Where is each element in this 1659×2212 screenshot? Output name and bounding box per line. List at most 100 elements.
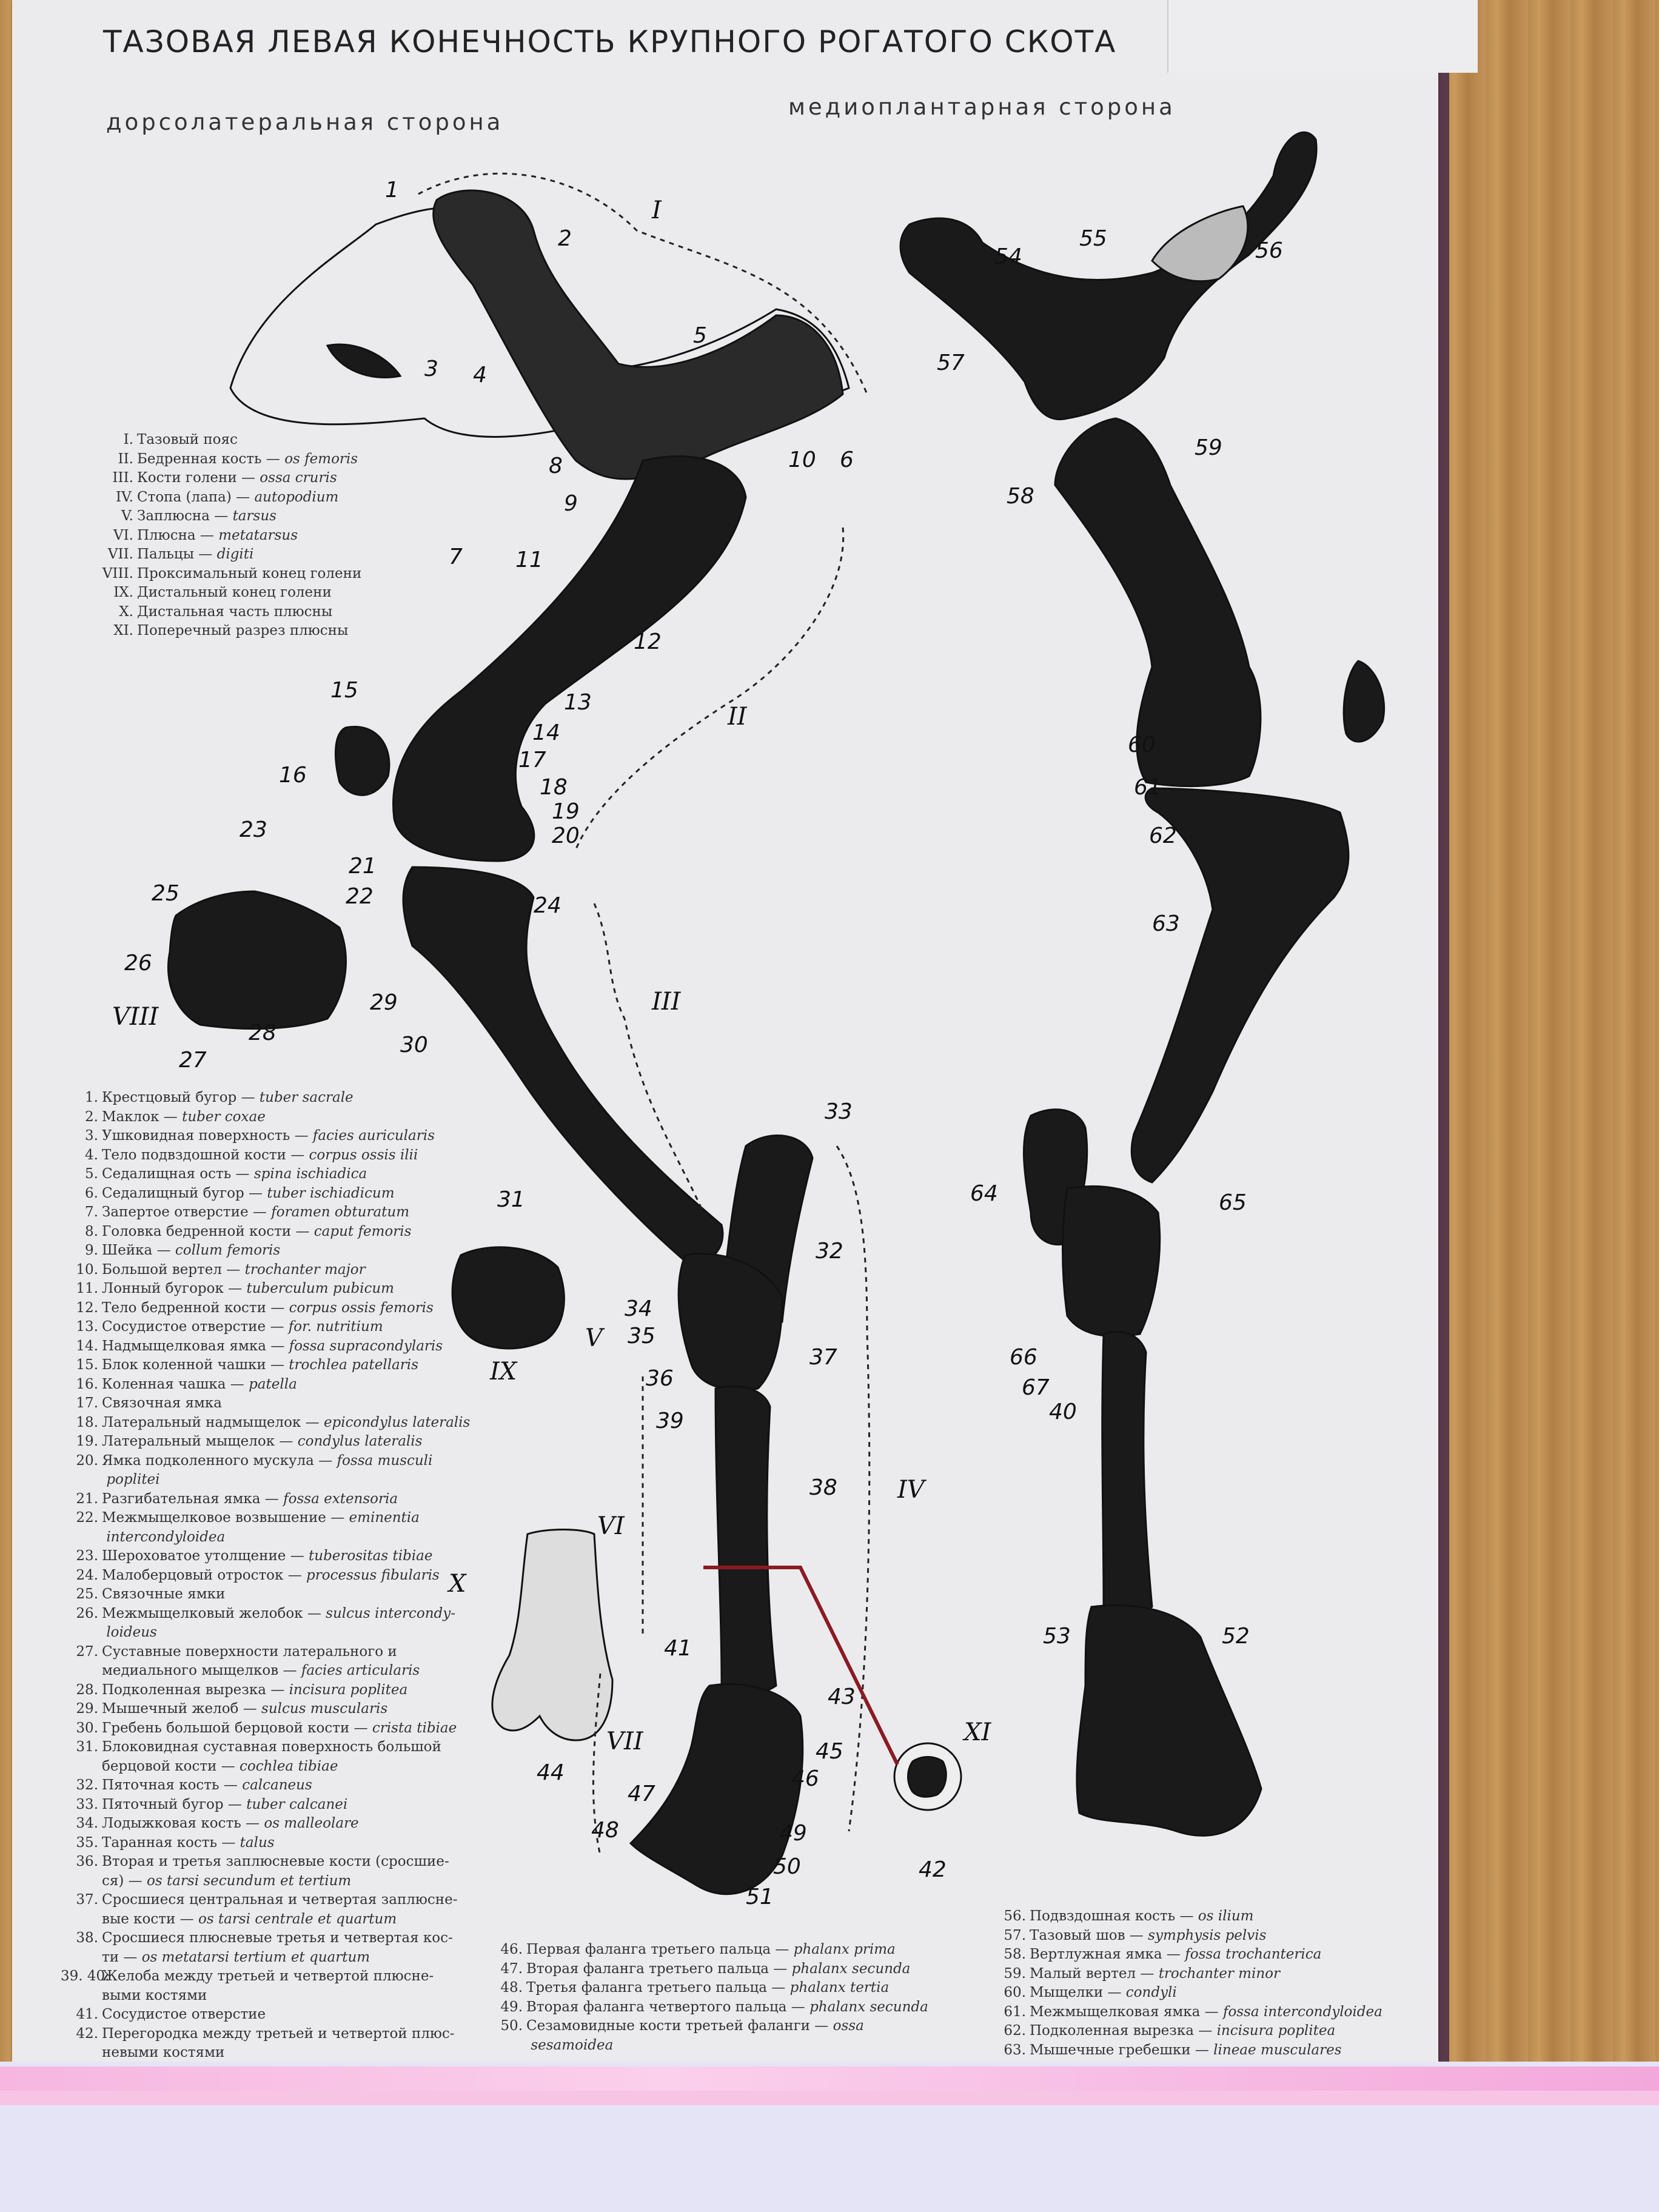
tibia-right [1130, 787, 1350, 1184]
number-label: 11 [515, 548, 543, 572]
ilium-left [432, 189, 844, 480]
legend-row: 39. 40.Желоба между третьей и четвертой … [61, 1968, 434, 1984]
roman-label: XI [962, 1718, 991, 1746]
patella-right [1342, 660, 1386, 743]
legend-row: 41.Сосудистое отверстие [76, 2006, 266, 2022]
roman-legend-row: IX.Дистальный конец голени [113, 585, 332, 600]
inset-tibia-proximal [167, 890, 347, 1030]
number-label: 67 [1022, 1375, 1050, 1400]
subtitle-medioplantar: медиоплантарная сторона [788, 94, 1176, 120]
roman-legend-row: III.Кости голени — ossa cruris [112, 470, 337, 486]
legend-row: 48.Третья фаланга третьего пальца — phal… [500, 1980, 890, 1996]
legend-row: intercondyloidea [106, 1529, 226, 1545]
bracket-I [418, 172, 868, 395]
number-label: 63 [1152, 911, 1180, 936]
number-label: 38 [809, 1475, 837, 1500]
legend-row: poplitei [106, 1472, 160, 1487]
roman-legend-row: XI.Поперечный разрез плюсны [113, 623, 349, 638]
legend-row: 34.Лодыжковая кость — os malleolare [76, 1815, 359, 1831]
legend-row: 46.Первая фаланга третьего пальца — phal… [500, 1942, 896, 1957]
legend-row: 6.Седалищный бугор — tuber ischiadicum [85, 1185, 395, 1201]
number-label: 42 [919, 1857, 947, 1882]
number-label: 17 [518, 748, 546, 773]
legend-row: 15.Блок коленной чашки — trochlea patell… [76, 1357, 418, 1373]
inset-tibia-distal [451, 1246, 565, 1350]
legend-row: ся) — os tarsi secundum et tertium [102, 1872, 352, 1889]
legend-row: невыми костями [102, 2045, 225, 2060]
legend-row: 60.Мыщелки — condyli [1004, 1985, 1177, 2000]
legend-row: 12.Тело бедренной кости — corpus ossis f… [76, 1299, 434, 1316]
roman-label: V [585, 1324, 605, 1352]
legend-row: 49.Вторая фаланга четвертого пальца — ph… [500, 1999, 928, 2015]
number-label: 40 [1049, 1399, 1077, 1424]
number-label: 60 [1128, 732, 1156, 757]
legend-row: 4.Тело подвздошной кости — corpus ossis … [85, 1147, 418, 1163]
legend-row: 21.Разгибательная ямка — fossa extensori… [76, 1490, 398, 1507]
number-label: 45 [816, 1739, 843, 1764]
number-label: 8 [549, 454, 563, 478]
roman-legend-row: X.Дистальная часть плюсны [119, 603, 333, 620]
legend-row: 57.Тазовый шов — symphysis pelvis [1004, 1927, 1267, 1943]
legend-row: 25.Связочные ямки [76, 1586, 226, 1602]
number-label: 5 [693, 323, 707, 348]
number-label: 22 [346, 884, 374, 909]
legend-row: 9.Шейка — collum femoris [85, 1242, 281, 1258]
number-label: 18 [540, 775, 568, 800]
number-label: 29 [370, 990, 398, 1015]
metatarsus-right [1101, 1330, 1153, 1617]
number-label: 20 [552, 823, 580, 848]
number-label: 43 [828, 1684, 856, 1709]
legend-row: медиального мыщелков — facies articulari… [102, 1663, 420, 1678]
legend-row: 37.Сросшиеся центральная и четвертая зап… [76, 1892, 458, 1908]
number-label: 12 [634, 629, 662, 654]
roman-legend-row: VI.Плюсна — metatarsus [113, 527, 298, 543]
roman-legend: I.Тазовый пояс II.Бедренная кость — os f… [91, 431, 361, 641]
legend-row: вые кости — os tarsi centrale et quartum [102, 1911, 397, 1927]
legend-row: берцовой кости — cochlea tibiae [102, 1758, 338, 1774]
number-label: 61 [1134, 775, 1162, 800]
number-label: 54 [994, 244, 1022, 269]
number-label: 24 [534, 893, 561, 918]
roman-legend-row: V.Заплюсна — tarsus [121, 508, 276, 524]
roman-legend-row: VII.Пальцы — digiti [107, 546, 254, 562]
legend-row: 24.Малоберцовый отросток — processus fib… [76, 1567, 440, 1583]
number-label: 28 [249, 1021, 276, 1045]
tarsal-block-left [677, 1253, 783, 1392]
roman-legend-row: II.Бедренная кость — os femoris [118, 451, 358, 467]
number-label: 41 [664, 1636, 692, 1661]
number-label: 57 [937, 350, 965, 375]
poster-title: ТАЗОВАЯ ЛЕВАЯ КОНЕЧНОСТЬ КРУПНОГО РОГАТО… [103, 24, 1117, 59]
legend-row: 38.Сросшиеся плюсневые третья и четверта… [76, 1930, 453, 1946]
legend-row: 18.Латеральный надмыщелок — epicondylus … [76, 1414, 471, 1430]
number-label: 44 [537, 1760, 565, 1785]
inset-cross-section-core [907, 1756, 947, 1798]
number-label: 47 [628, 1781, 655, 1806]
femur-left [392, 455, 747, 862]
tibia-left [402, 866, 724, 1264]
number-label: 15 [330, 678, 358, 703]
number-label: 62 [1149, 823, 1177, 848]
number-label: 58 [1007, 484, 1034, 509]
pink-stripe [0, 2066, 1659, 2091]
number-label: 1 [385, 178, 399, 203]
legend-row: sesamoidea [531, 2037, 614, 2053]
legend-row: 3.Ушковидная поверхность — facies auricu… [85, 1128, 435, 1144]
number-label: 55 [1079, 226, 1107, 251]
number-label: 51 [746, 1885, 774, 1909]
legend-row: 42.Перегородка между третьей и четвертой… [76, 2025, 455, 2042]
patella-left [335, 726, 390, 796]
legend-row: 28.Подколенная вырезка — incisura poplit… [76, 1681, 408, 1698]
roman-label: VII [606, 1728, 644, 1755]
legend-row: 29.Мышечный желоб — sulcus muscularis [76, 1701, 388, 1717]
legend-row: 47.Вторая фаланга третьего пальца — phal… [500, 1960, 911, 1977]
roman-label: X [447, 1570, 467, 1598]
number-label: 66 [1010, 1345, 1037, 1370]
legend-row: loideus [106, 1624, 157, 1640]
number-label: 37 [809, 1345, 837, 1370]
number-label: 27 [179, 1048, 207, 1073]
legend-row: 32.Пяточная кость — calcaneus [76, 1777, 312, 1793]
roman-label: VI [597, 1512, 625, 1540]
subtitle-dorsolateral: дорсолатеральная сторона [106, 109, 504, 135]
